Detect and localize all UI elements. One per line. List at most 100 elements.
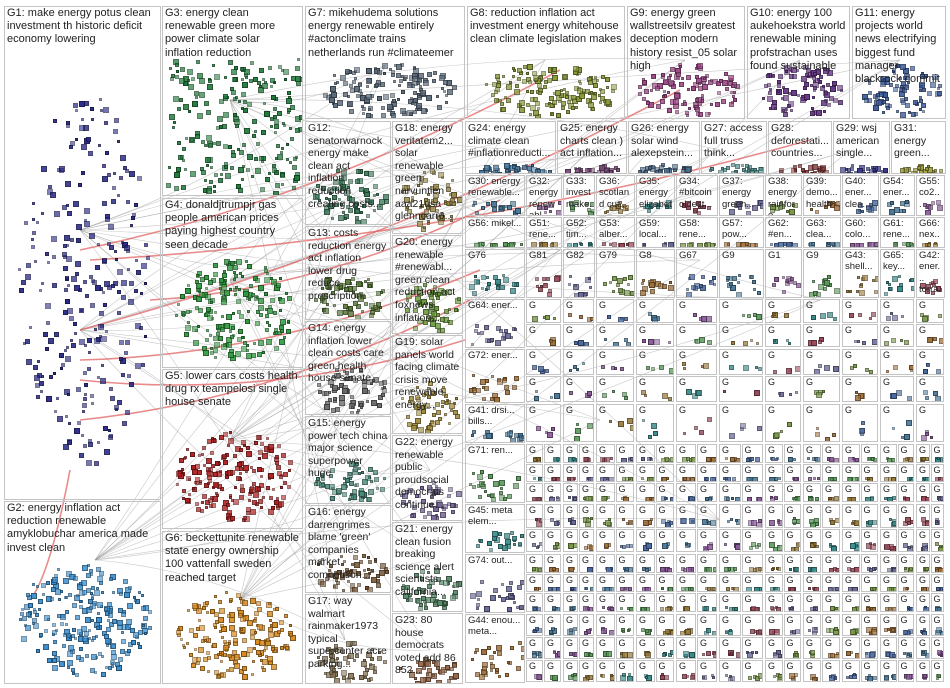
node[interactable] xyxy=(62,252,67,257)
node[interactable] xyxy=(338,215,344,221)
node[interactable] xyxy=(730,518,733,521)
node[interactable] xyxy=(733,98,737,102)
node[interactable] xyxy=(380,487,385,492)
node[interactable] xyxy=(274,124,279,129)
node[interactable] xyxy=(550,396,553,399)
node[interactable] xyxy=(257,81,261,85)
node[interactable] xyxy=(255,321,260,326)
node[interactable] xyxy=(710,103,713,106)
node[interactable] xyxy=(91,279,95,283)
node[interactable] xyxy=(685,111,689,115)
node[interactable] xyxy=(855,243,860,248)
node[interactable] xyxy=(701,275,705,279)
node[interactable] xyxy=(141,594,144,597)
node[interactable] xyxy=(105,330,108,333)
node[interactable] xyxy=(628,275,633,280)
node[interactable] xyxy=(643,243,646,246)
node[interactable] xyxy=(491,201,497,207)
node[interactable] xyxy=(495,668,499,672)
node[interactable] xyxy=(32,231,36,235)
node[interactable] xyxy=(21,608,24,611)
node[interactable] xyxy=(323,308,329,314)
node[interactable] xyxy=(795,391,798,394)
node[interactable] xyxy=(230,166,234,170)
node[interactable] xyxy=(66,244,69,247)
node[interactable] xyxy=(47,618,50,621)
node[interactable] xyxy=(258,499,263,504)
node[interactable] xyxy=(904,97,908,101)
node[interactable] xyxy=(537,173,541,175)
node[interactable] xyxy=(141,606,146,611)
node[interactable] xyxy=(144,243,148,247)
node[interactable] xyxy=(205,601,209,605)
node[interactable] xyxy=(782,290,786,294)
node[interactable] xyxy=(59,166,65,172)
node[interactable] xyxy=(261,666,264,669)
node[interactable] xyxy=(474,651,477,654)
node[interactable] xyxy=(834,496,839,501)
node[interactable] xyxy=(289,161,292,164)
node[interactable] xyxy=(589,99,592,102)
node[interactable] xyxy=(117,620,123,626)
node[interactable] xyxy=(374,67,377,70)
node[interactable] xyxy=(67,651,73,657)
node[interactable] xyxy=(36,585,39,588)
node[interactable] xyxy=(412,76,418,82)
node[interactable] xyxy=(206,651,210,655)
node[interactable] xyxy=(360,211,363,214)
node[interactable] xyxy=(747,497,752,502)
node[interactable] xyxy=(733,91,736,94)
node[interactable] xyxy=(694,426,698,430)
node[interactable] xyxy=(246,349,249,352)
node[interactable] xyxy=(65,356,71,362)
node[interactable] xyxy=(648,435,652,439)
node[interactable] xyxy=(644,607,647,610)
node[interactable] xyxy=(569,391,573,395)
node[interactable] xyxy=(74,332,77,335)
node[interactable] xyxy=(589,286,592,289)
node[interactable] xyxy=(213,472,218,477)
node[interactable] xyxy=(97,376,100,379)
node[interactable] xyxy=(813,89,816,92)
node[interactable] xyxy=(496,645,502,651)
node[interactable] xyxy=(202,446,206,450)
node[interactable] xyxy=(366,78,372,84)
node[interactable] xyxy=(643,520,649,526)
node[interactable] xyxy=(104,634,109,639)
node[interactable] xyxy=(787,422,792,427)
node[interactable] xyxy=(47,658,52,663)
node[interactable] xyxy=(514,376,519,381)
node[interactable] xyxy=(79,308,84,313)
node[interactable] xyxy=(701,316,707,322)
node[interactable] xyxy=(923,477,926,480)
node[interactable] xyxy=(283,472,288,477)
node[interactable] xyxy=(547,292,552,297)
node[interactable] xyxy=(829,457,834,462)
node[interactable] xyxy=(848,457,854,462)
node[interactable] xyxy=(375,83,379,87)
node[interactable] xyxy=(534,587,537,590)
node[interactable] xyxy=(738,173,741,174)
node[interactable] xyxy=(811,567,817,572)
node[interactable] xyxy=(264,269,268,273)
node[interactable] xyxy=(259,156,264,161)
node[interactable] xyxy=(213,185,216,188)
node[interactable] xyxy=(513,242,516,245)
node[interactable] xyxy=(586,518,591,523)
node[interactable] xyxy=(207,439,212,444)
node[interactable] xyxy=(39,633,43,637)
node[interactable] xyxy=(827,275,831,279)
node[interactable] xyxy=(289,624,292,627)
node[interactable] xyxy=(253,492,259,498)
node[interactable] xyxy=(381,113,386,118)
node[interactable] xyxy=(37,360,40,363)
node[interactable] xyxy=(253,342,256,345)
node[interactable] xyxy=(91,594,94,597)
node[interactable] xyxy=(566,110,570,114)
node[interactable] xyxy=(176,471,182,477)
node[interactable] xyxy=(277,444,281,448)
node[interactable] xyxy=(604,457,610,463)
node[interactable] xyxy=(854,520,859,526)
node[interactable] xyxy=(475,672,480,677)
node[interactable] xyxy=(602,393,607,398)
